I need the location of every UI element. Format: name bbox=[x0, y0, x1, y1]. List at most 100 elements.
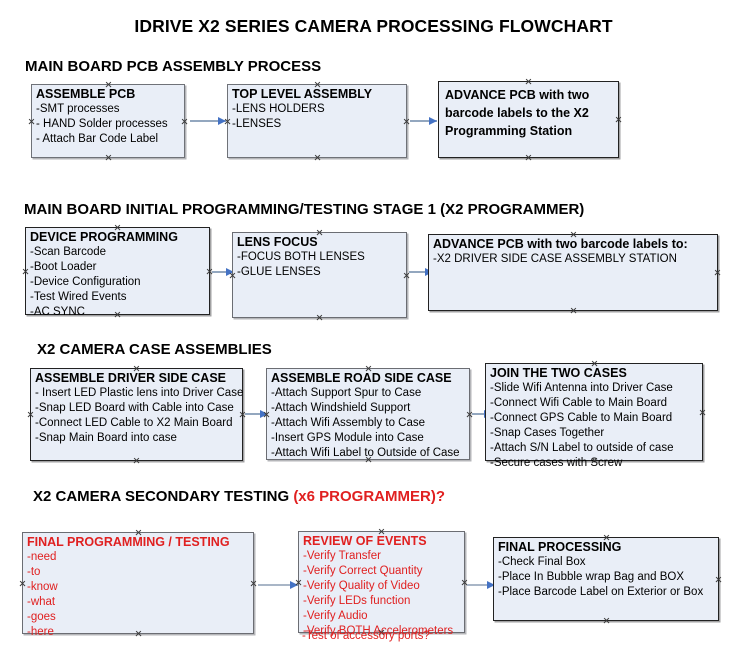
node-line: -Connect Wifi Cable to Main Board bbox=[490, 397, 668, 409]
node-line: -know bbox=[27, 581, 58, 593]
resize-handle-right[interactable] bbox=[181, 118, 188, 125]
arrow-head-icon bbox=[487, 580, 495, 589]
connector-shaft bbox=[409, 271, 433, 273]
node-title: FINAL PROGRAMMING / TESTING bbox=[27, 535, 230, 549]
connector-driver-case-to-road-case bbox=[245, 409, 268, 418]
node-line: -Secure cases with Screw bbox=[490, 457, 623, 469]
connector-shaft bbox=[212, 271, 234, 273]
node-title: ADVANCE PCB with two barcode labels to: bbox=[433, 237, 688, 251]
resize-handle-bottom[interactable] bbox=[133, 457, 140, 464]
connector-assemble-pcb-to-top-level bbox=[190, 116, 226, 125]
connector-device-programming-to-lens-focus bbox=[212, 267, 234, 276]
node-review-of-events[interactable]: REVIEW OF EVENTS -Verify Transfer -Verif… bbox=[298, 531, 465, 637]
node-line: -Verify LEDs function bbox=[303, 595, 411, 607]
page-title: IDRIVE X2 SERIES CAMERA PROCESSING FLOWC… bbox=[134, 16, 613, 36]
node-title: DEVICE PROGRAMMING bbox=[30, 230, 178, 244]
node-line: - Attach Bar Code Label bbox=[36, 133, 159, 145]
arrow-head-icon bbox=[260, 409, 268, 418]
node-line: -Boot Loader bbox=[30, 261, 97, 273]
node-line: - HAND Solder processes bbox=[36, 118, 168, 130]
node-line: -Device Configuration bbox=[30, 276, 141, 288]
arrow-head-icon bbox=[290, 580, 298, 589]
node-assemble-road-side-case[interactable]: ASSEMBLE ROAD SIDE CASE -Attach Support … bbox=[266, 368, 470, 460]
node-advance-pcb-programming-station[interactable]: ADVANCE PCB with two barcode labels to t… bbox=[438, 81, 619, 158]
node-advance-pcb-driver-side-station[interactable]: ADVANCE PCB with two barcode labels to: … bbox=[428, 234, 718, 311]
resize-handle-bottom[interactable] bbox=[603, 617, 610, 624]
node-line: -Connect GPS Cable to Main Board bbox=[490, 412, 673, 424]
connector-final-programming-to-review-events bbox=[258, 580, 298, 589]
node-line: -Check Final Box bbox=[498, 556, 586, 568]
node-final-processing[interactable]: FINAL PROCESSING -Check Final Box -Place… bbox=[493, 537, 719, 621]
resize-handle-right[interactable] bbox=[715, 576, 722, 583]
node-line: -here bbox=[27, 626, 54, 638]
node-line: -GLUE LENSES bbox=[237, 266, 321, 278]
node-line: -Attach Windshield Support bbox=[271, 402, 411, 414]
node-lens-focus[interactable]: LENS FOCUS -FOCUS BOTH LENSES -GLUE LENS… bbox=[232, 232, 407, 318]
connector-shaft bbox=[410, 120, 437, 122]
resize-handle-right[interactable] bbox=[615, 116, 622, 123]
section-heading-main-text: X2 CAMERA SECONDARY TESTING bbox=[33, 488, 294, 505]
resize-handle-bottom[interactable] bbox=[105, 154, 112, 161]
node-line: -X2 DRIVER SIDE CASE ASSEMBLY STATION bbox=[433, 253, 677, 265]
connector-shaft bbox=[245, 413, 268, 415]
node-title: LENS FOCUS bbox=[237, 235, 318, 249]
resize-handle-right[interactable] bbox=[250, 580, 257, 587]
resize-handle-left[interactable] bbox=[27, 411, 34, 418]
node-title: ASSEMBLE DRIVER SIDE CASE bbox=[35, 371, 227, 385]
connector-review-events-to-final-processing bbox=[467, 580, 495, 589]
section-heading-secondary-testing: X2 CAMERA SECONDARY TESTING (x6 PROGRAMM… bbox=[33, 488, 445, 505]
node-overflow-line: -Test of accessory ports? bbox=[302, 630, 430, 642]
resize-handle-right[interactable] bbox=[699, 409, 706, 416]
connector-shaft bbox=[472, 413, 492, 415]
node-title: FINAL PROCESSING bbox=[498, 540, 622, 554]
node-join-the-two-cases[interactable]: JOIN THE TWO CASES -Slide Wifi Antenna i… bbox=[485, 363, 706, 469]
node-line: -Test Wired Events bbox=[30, 291, 127, 303]
node-title: ADVANCE PCB with two barcode labels to t… bbox=[445, 88, 590, 138]
node-line: -need bbox=[27, 551, 57, 563]
resize-handle-bottom[interactable] bbox=[525, 154, 532, 161]
node-line: -Insert GPS Module into Case bbox=[271, 432, 424, 444]
node-line: -SMT processes bbox=[36, 103, 120, 115]
resize-handle-right[interactable] bbox=[403, 118, 410, 125]
arrow-head-icon bbox=[226, 267, 234, 276]
node-line: -Snap Main Board into case bbox=[35, 432, 177, 444]
node-line: -Place Barcode Label on Exterior or Box bbox=[498, 586, 704, 598]
node-title: ASSEMBLE ROAD SIDE CASE bbox=[271, 371, 452, 385]
node-line: -Verify Transfer bbox=[303, 550, 381, 562]
node-line: -Attach Wifi Assembly to Case bbox=[271, 417, 426, 429]
connector-top-level-to-advance-pcb bbox=[410, 116, 437, 125]
node-line: - Insert LED Plastic lens into Driver Ca… bbox=[35, 387, 244, 399]
resize-handle-top[interactable] bbox=[525, 78, 532, 85]
node-line: -Verify Correct Quantity bbox=[303, 565, 423, 577]
resize-handle-bottom[interactable] bbox=[316, 314, 323, 321]
node-line: -Scan Barcode bbox=[30, 246, 107, 258]
resize-handle-left[interactable] bbox=[22, 268, 29, 275]
node-line: -FOCUS BOTH LENSES bbox=[237, 251, 365, 263]
node-line: -AC SYNC bbox=[30, 306, 85, 318]
resize-handle-bottom[interactable] bbox=[314, 154, 321, 161]
connector-shaft bbox=[467, 584, 495, 586]
node-assemble-driver-side-case[interactable]: ASSEMBLE DRIVER SIDE CASE - Insert LED P… bbox=[30, 368, 243, 461]
node-line: -Verify BOTH Accelerometers bbox=[303, 625, 454, 637]
resize-handle-left[interactable] bbox=[28, 118, 35, 125]
node-assemble-pcb[interactable]: ASSEMBLE PCB -SMT processes - HAND Solde… bbox=[31, 84, 185, 158]
node-line: -Verify Quality of Video bbox=[303, 580, 420, 592]
node-device-programming[interactable]: DEVICE PROGRAMMING -Scan Barcode -Boot L… bbox=[22, 227, 210, 318]
section-heading-accent-text: (x6 PROGRAMMER)? bbox=[293, 488, 445, 505]
section-heading-pcb-assembly: MAIN BOARD PCB ASSEMBLY PROCESS bbox=[25, 58, 322, 75]
node-line: -Attach Support Spur to Case bbox=[271, 387, 422, 399]
resize-handle-bottom[interactable] bbox=[570, 307, 577, 314]
resize-handle-left[interactable] bbox=[19, 580, 26, 587]
node-top-level-assembly[interactable]: TOP LEVEL ASSEMBLY -LENS HOLDERS -LENSES bbox=[227, 84, 407, 158]
arrow-head-icon bbox=[429, 116, 437, 125]
connector-shaft bbox=[190, 120, 226, 122]
node-final-programming-testing[interactable]: FINAL PROGRAMMING / TESTING -need -to -k… bbox=[19, 532, 257, 638]
node-line: -Verify Audio bbox=[303, 610, 368, 622]
node-title: REVIEW OF EVENTS bbox=[303, 534, 427, 548]
node-line: -to bbox=[27, 566, 41, 578]
resize-handle-right[interactable] bbox=[714, 269, 721, 276]
node-line: -what bbox=[27, 596, 56, 608]
node-line: -Snap LED Board with Cable into Case bbox=[35, 402, 234, 414]
arrow-head-icon bbox=[218, 116, 226, 125]
